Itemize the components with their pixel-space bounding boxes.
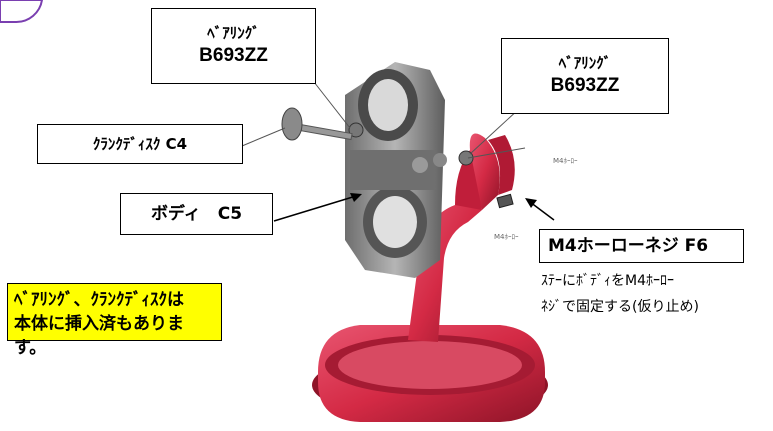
bearing-right-code: B693ZZ [550,75,620,96]
screw-label: M4ホーローネジ F6 [539,229,744,263]
notice-box: ﾍﾞｱﾘﾝｸﾞ、ｸﾗﾝｸﾃﾞｨｽｸは 本体に挿入済もあります。 [7,283,222,358]
crank-disk-part [281,107,353,141]
screw-text: M4ホーローネジ F6 [548,236,709,256]
crank-disk-label: ｸﾗﾝｸﾃﾞｨｽｸ C4 [37,124,243,164]
body-arrow [273,193,362,222]
faint-label-lower: M4ﾎｰﾛｰ [494,233,519,241]
bearing-left-code: B693ZZ [199,45,268,66]
body-text: ボディ C5 [150,204,243,224]
crank-disk-text: ｸﾗﾝｸﾃﾞｨｽｸ C4 [92,135,188,153]
leader-lines [241,81,546,159]
faint-label-upper: M4ﾎｰﾛｰ [553,157,578,165]
body-label: ボディ C5 [120,193,273,235]
screw-part [496,193,514,209]
screw-arrow [525,198,555,221]
screw-note-line-2: ﾈｼﾞで固定する(仮り止め) [541,299,699,315]
body-part [345,62,447,278]
bearing-right-label: ﾍﾞｱﾘﾝｸﾞ B693ZZ [501,38,669,114]
notice-line-2: 本体に挿入済もあります。 [14,314,184,358]
bearing-right-part [458,150,474,166]
stand-base [312,325,548,422]
bearing-left-label: ﾍﾞｱﾘﾝｸﾞ B693ZZ [151,8,316,84]
screw-note-line-1: ｽﾃｰにﾎﾞﾃﾞｨをM4ﾎｰﾛｰ [541,273,674,289]
corner-decoration [0,0,44,24]
notice-line-1: ﾍﾞｱﾘﾝｸﾞ、ｸﾗﾝｸﾃﾞｨｽｸは [14,290,184,310]
bearing-left-name: ﾍﾞｱﾘﾝｸﾞ [207,24,260,42]
bearing-right-name: ﾍﾞｱﾘﾝｸﾞ [558,54,612,72]
screw-note: ｽﾃｰにﾎﾞﾃﾞｨをM4ﾎｰﾛｰ ﾈｼﾞで固定する(仮り止め) [541,268,699,320]
